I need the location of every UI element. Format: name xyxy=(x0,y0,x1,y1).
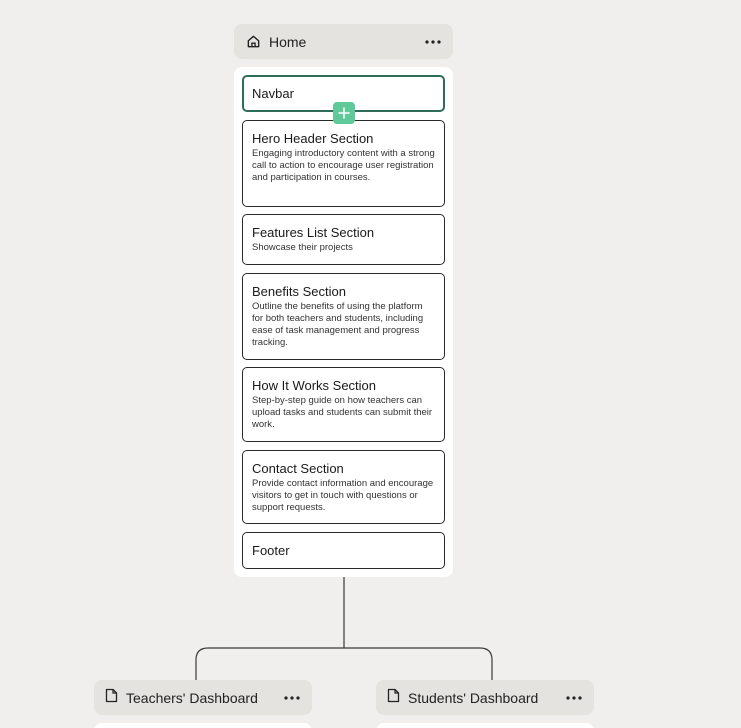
section-card-hero-header[interactable]: Hero Header Section Engaging introductor… xyxy=(242,120,445,207)
teachers-dashboard-title: Teachers' Dashboard xyxy=(126,689,258,706)
teachers-dashboard-sections-panel xyxy=(94,723,312,728)
home-icon xyxy=(245,34,261,50)
section-card-footer[interactable]: Footer xyxy=(242,532,445,569)
students-dashboard-sections-panel xyxy=(376,723,594,728)
section-title: Features List Section xyxy=(252,225,375,240)
students-dashboard-title: Students' Dashboard xyxy=(408,689,539,706)
page-icon xyxy=(105,688,118,708)
plus-icon xyxy=(338,107,350,119)
section-title: Benefits Section xyxy=(252,284,346,299)
section-card-benefits[interactable]: Benefits Section Outline the benefits of… xyxy=(242,273,445,360)
page-icon xyxy=(387,688,400,708)
students-dashboard-page-header[interactable]: Students' Dashboard xyxy=(376,680,594,715)
ellipsis-icon xyxy=(566,695,582,700)
section-title: How It Works Section xyxy=(252,378,377,393)
section-description: Provide contact information and encourag… xyxy=(252,478,434,513)
home-page-header[interactable]: Home xyxy=(234,24,453,59)
section-card-how-it-works[interactable]: How It Works Section Step-by-step guide … xyxy=(242,367,445,442)
teachers-dashboard-page-header[interactable]: Teachers' Dashboard xyxy=(94,680,312,715)
section-title: Navbar xyxy=(252,86,294,101)
section-card-contact[interactable]: Contact Section Provide contact informat… xyxy=(242,450,445,524)
section-description: Step-by-step guide on how teachers can u… xyxy=(252,395,433,430)
section-title: Footer xyxy=(252,543,290,558)
home-sections-panel: Navbar Hero Header Section Engaging intr… xyxy=(234,67,453,577)
ellipsis-icon xyxy=(284,695,300,700)
students-dashboard-more-options-button[interactable] xyxy=(564,688,584,708)
section-title: Contact Section xyxy=(252,461,344,476)
section-description: Showcase their projects xyxy=(252,242,353,253)
ellipsis-icon xyxy=(425,39,441,44)
section-title: Hero Header Section xyxy=(252,131,374,146)
home-more-options-button[interactable] xyxy=(423,32,443,52)
home-page-title: Home xyxy=(269,33,307,50)
section-card-features-list[interactable]: Features List Section Showcase their pro… xyxy=(242,214,445,265)
section-description: Outline the benefits of using the platfo… xyxy=(252,301,424,348)
section-description: Engaging introductory content with a str… xyxy=(252,148,435,183)
add-section-button[interactable] xyxy=(333,102,355,124)
teachers-dashboard-more-options-button[interactable] xyxy=(282,688,302,708)
